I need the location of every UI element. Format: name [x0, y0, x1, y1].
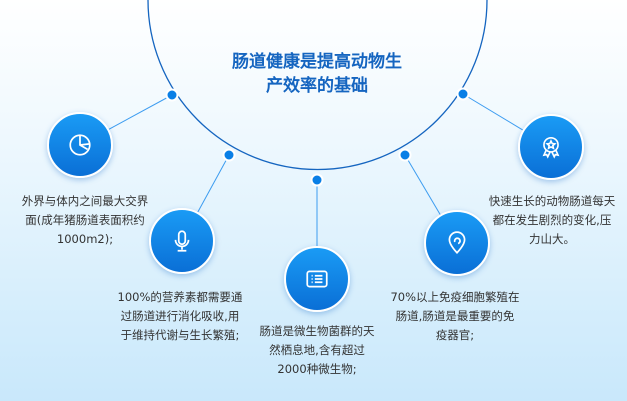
desc-line: 面(成年猪肠道表面积约: [25, 213, 145, 227]
node-3: [284, 246, 350, 312]
desc-line: 然栖息地,含有超过: [269, 343, 365, 357]
desc-line: 1000m2);: [56, 232, 114, 246]
desc-line: 过肠道进行消化吸收,用: [120, 309, 240, 323]
desc-line: 快速生长的动物肠道每天: [488, 194, 616, 208]
desc-line: 100%的营养素都需要通: [117, 290, 243, 304]
description-2: 100%的营养素都需要通 过肠道进行消化吸收,用 于维持代谢与生长繁殖;: [100, 288, 260, 345]
node-4: [424, 210, 490, 276]
microphone-icon: [174, 230, 190, 252]
desc-line: 力山大。: [529, 232, 575, 246]
desc-line: 于维持代谢与生长繁殖;: [120, 328, 240, 342]
description-4: 70%以上免疫细胞繁殖在 肠道,肠道是最重要的免 疫器官;: [375, 288, 535, 345]
diagram-title: 肠道健康是提高动物生 产效率的基础: [167, 50, 467, 98]
desc-line: 70%以上免疫细胞繁殖在: [390, 290, 520, 304]
desc-line: 肠道是微生物菌群的天: [259, 324, 375, 338]
list-icon: [306, 270, 328, 288]
arc-dot-2: [222, 148, 236, 162]
description-1: 外界与体内之间最大交界 面(成年猪肠道表面积约 1000m2);: [5, 192, 165, 249]
title-line-1: 肠道健康是提高动物生: [232, 52, 402, 72]
node-2: [149, 208, 215, 274]
description-3: 肠道是微生物菌群的天 然栖息地,含有超过 2000种微生物;: [237, 322, 397, 379]
arc-dot-5: [456, 87, 470, 101]
title-line-2: 产效率的基础: [266, 76, 368, 96]
desc-line: 都在发生剧烈的变化,压: [492, 213, 612, 227]
pie-chart-icon: [69, 134, 91, 156]
arc-dot-4: [398, 148, 412, 162]
node-5: [518, 114, 584, 180]
award-badge-icon: [542, 136, 560, 159]
desc-line: 疫器官;: [435, 328, 475, 342]
desc-line: 肠道,肠道是最重要的免: [395, 309, 515, 323]
desc-line: 2000种微生物;: [277, 362, 357, 376]
desc-line: 外界与体内之间最大交界: [21, 194, 149, 208]
arc-dot-1: [165, 88, 179, 102]
node-1: [47, 112, 113, 178]
arc-line: [147, 0, 488, 171]
description-5: 快速生长的动物肠道每天 都在发生剧烈的变化,压 力山大。: [472, 192, 627, 249]
location-pin-icon: [448, 231, 466, 254]
arc-dot-3: [310, 173, 324, 187]
